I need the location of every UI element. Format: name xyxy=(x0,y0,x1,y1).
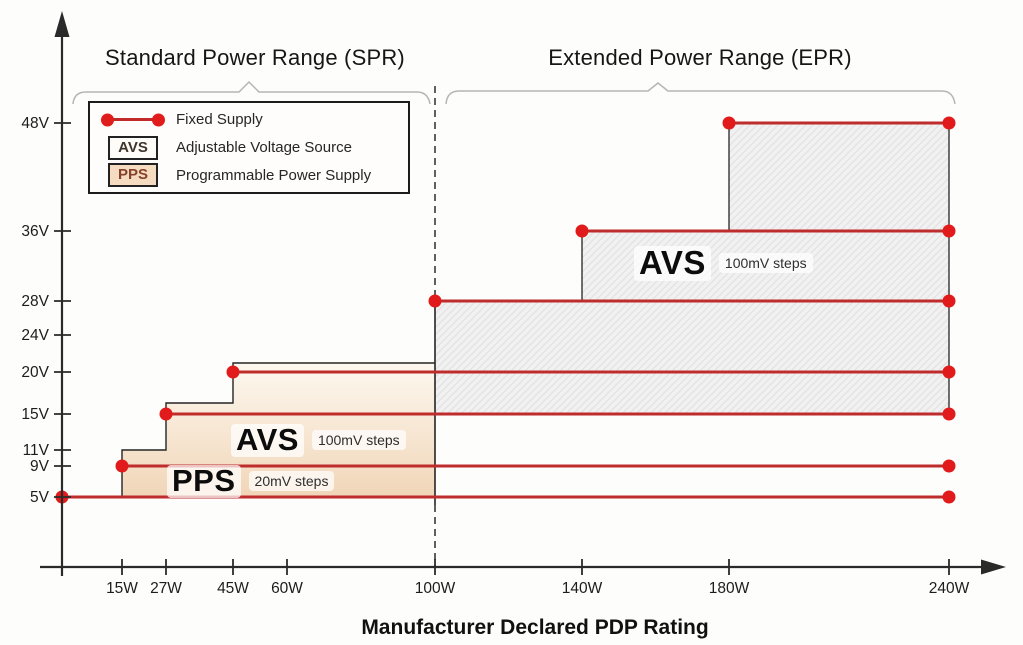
x-axis-title: Manufacturer Declared PDP Rating xyxy=(361,616,709,639)
y-tick-label: 28V xyxy=(21,293,49,310)
x-tick-label: 15W xyxy=(106,580,138,597)
x-tick-label: 60W xyxy=(271,580,303,597)
fixed-supply-dot-icon xyxy=(152,113,165,127)
spr-title: Standard Power Range (SPR) xyxy=(105,45,405,70)
y-tick-label: 24V xyxy=(21,327,49,344)
y-tick-label: 9V xyxy=(30,458,50,475)
fixed-supply-dot xyxy=(942,365,956,379)
y-tick-label: 20V xyxy=(21,364,49,381)
x-tick-label: 140W xyxy=(562,580,603,597)
fixed-supply-dot xyxy=(428,294,442,308)
spr-avs-steps-label: 100mV steps xyxy=(311,430,406,451)
spr-staircase-outline xyxy=(121,362,435,497)
fixed-supply-dot xyxy=(575,224,589,238)
y-tick-label: 48V xyxy=(21,115,49,132)
fixed-supply-dot xyxy=(722,116,736,130)
legend-row-avs: AVS Adjustable Voltage Source xyxy=(90,134,408,162)
spr-pps-steps-label: 20mV steps xyxy=(248,471,335,492)
x-tick-label: 100W xyxy=(415,580,456,597)
spr-avs-region-label: AVS 100mV steps xyxy=(231,423,406,457)
legend-fixed-supply-label: Fixed Supply xyxy=(176,111,263,129)
y-tick-label: 36V xyxy=(21,223,49,240)
legend-row-pps: PPS Programmable Power Supply xyxy=(90,161,408,189)
x-tick-label: 240W xyxy=(929,580,970,597)
x-tick-label: 27W xyxy=(150,580,182,597)
y-tick-label: 11V xyxy=(23,442,50,459)
y-axis-arrow-icon xyxy=(54,11,70,37)
fixed-supply-dot-icon xyxy=(101,113,114,127)
spr-pps-region-label: PPS 20mV steps xyxy=(167,464,335,498)
fixed-supply-dot xyxy=(942,490,956,504)
spr-pps-label: PPS xyxy=(167,464,241,498)
legend: Fixed Supply AVS Adjustable Voltage Sour… xyxy=(88,101,410,194)
fixed-supply-dot xyxy=(115,459,129,473)
legend-avs-label: Adjustable Voltage Source xyxy=(176,139,352,156)
epr-title: Extended Power Range (EPR) xyxy=(548,45,852,70)
fixed-supply-dot xyxy=(942,459,956,473)
y-tick-label: 5V xyxy=(30,489,50,506)
legend-pps-label: Programmable Power Supply xyxy=(176,166,372,184)
spr-avs-label: AVS xyxy=(231,423,304,457)
fixed-supply-line-icon xyxy=(101,113,165,127)
x-axis-arrow-icon xyxy=(981,559,1006,575)
fixed-supply-dot xyxy=(942,224,956,238)
avs-tag-icon: AVS xyxy=(108,135,158,160)
legend-row-fixed-supply: Fixed Supply xyxy=(90,106,408,134)
x-tick-label: 45W xyxy=(217,580,249,597)
epr-avs-label: AVS xyxy=(634,245,711,281)
pps-tag-icon: PPS xyxy=(107,163,158,188)
epr-avs-steps-label: 100mV steps xyxy=(718,253,813,274)
fixed-supply-dot xyxy=(159,407,173,421)
epr-brace xyxy=(445,82,956,105)
fixed-supply-dot xyxy=(226,365,240,379)
spr-brace xyxy=(72,80,431,105)
epr-avs-region-label: AVS 100mV steps xyxy=(634,245,813,281)
x-tick-label: 180W xyxy=(709,580,750,597)
fixed-supply-dot xyxy=(942,116,956,130)
y-tick-label: 15V xyxy=(21,406,49,423)
fixed-supply-dot xyxy=(942,407,956,421)
fixed-supply-dot xyxy=(942,294,956,308)
